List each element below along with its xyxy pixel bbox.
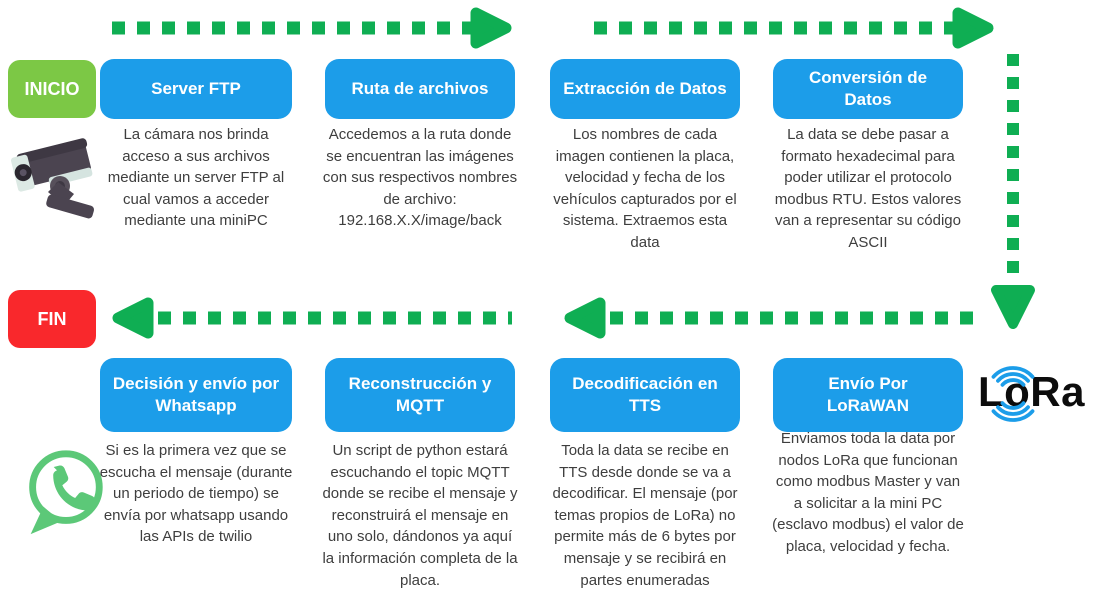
arrow-right-top-left-icon [112, 7, 512, 49]
whatsapp-icon [29, 450, 103, 535]
flow-step-title: Decodificación en TTS [550, 358, 740, 432]
flow-step-title: Conversión de Datos [773, 59, 963, 119]
end-badge: FIN [8, 290, 96, 348]
lora-signal-arcs-icon [991, 366, 1035, 422]
flow-step-description: Toda la data se recibe en TTS desde dond… [552, 442, 738, 589]
flow-step-description: La cámara nos brinda acceso a sus archiv… [107, 126, 285, 230]
arrow-left-bottom-left-icon [112, 297, 512, 339]
flow-step-title: Server FTP [100, 59, 292, 119]
flow-step-title: Ruta de archivos [325, 59, 515, 119]
flow-step-title: Reconstrucción y MQTT [325, 358, 515, 432]
lora-logo: LoRa [970, 348, 1100, 436]
flow-step-title: Envío Por LoRaWAN [773, 358, 963, 432]
start-badge: INICIO [8, 60, 96, 118]
flow-step-description: Enviamos toda la data por nodos LoRa que… [772, 430, 964, 555]
arrow-left-bottom-right-icon [564, 297, 984, 339]
arrow-right-top-right-icon [594, 7, 994, 49]
flow-step-description: Los nombres de cada imagen contienen la … [553, 126, 737, 251]
cctv-camera-icon [10, 138, 95, 219]
flow-step-description: Un script de python estará escuchando el… [322, 442, 518, 589]
arrow-down-right-side-icon [991, 54, 1035, 329]
flow-step-description: Si es la primera vez que se escucha el m… [99, 442, 293, 546]
flow-step-title: Decisión y envío por Whatsapp [100, 358, 292, 432]
flow-step-description: La data se debe pasar a formato hexadeci… [774, 126, 962, 251]
flow-step-title: Extracción de Datos [550, 59, 740, 119]
flow-step-description: Accedemos a la ruta donde se encuentran … [322, 126, 518, 230]
